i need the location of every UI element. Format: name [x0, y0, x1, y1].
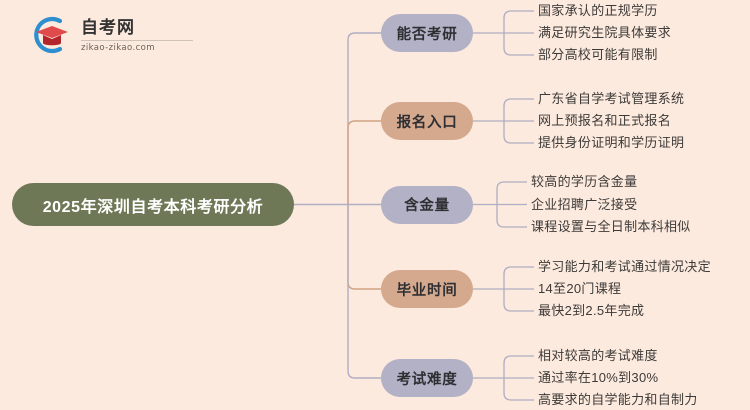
logo-title: 自考网: [81, 17, 135, 38]
leaf-4-3: 最快2到2.5年完成: [538, 303, 645, 318]
leaf-3-1: 较高的学历含金量: [531, 174, 638, 189]
wire-leaves-4: [473, 266, 534, 312]
wire-leaves-1: [473, 10, 534, 56]
leaf-4-2: 14至20门课程: [538, 281, 622, 296]
leaf-3-2: 企业招聘广泛接受: [531, 196, 638, 212]
branch-node-2[interactable]: 报名入口: [381, 102, 473, 140]
wire-leaves-2: [473, 98, 534, 144]
logo-divider: [81, 39, 193, 41]
leaf-2-3: 提供身份证明和学历证明: [538, 135, 685, 150]
leaf-1-3: 部分高校可能有限制: [538, 47, 658, 62]
logo-domain: zikao-zikao.com: [81, 42, 155, 53]
wire-leaves-3: [473, 181, 527, 228]
wire-branch-4: [347, 204, 381, 290]
branch-node-1[interactable]: 能否考研: [381, 14, 473, 52]
leaf-1-1: 国家承认的正规学历: [538, 3, 658, 18]
wire-branch-5: [347, 204, 381, 379]
branch-node-4[interactable]: 毕业时间: [381, 270, 473, 308]
leaf-1-2: 满足研究生院具体要求: [538, 25, 672, 40]
site-logo: 自考网 zikao-zikao.com: [30, 12, 210, 58]
branch-node-5[interactable]: 考试难度: [381, 359, 473, 397]
leaf-3-3: 课程设置与全日制本科相似: [531, 219, 691, 234]
leaf-2-1: 广东省自学考试管理系统: [538, 91, 685, 106]
leaf-4-1: 学习能力和考试通过情况决定: [538, 259, 711, 274]
branch-node-3[interactable]: 含金量: [381, 185, 473, 224]
root-node[interactable]: 2025年深圳自考本科考研分析: [12, 183, 294, 226]
leaf-5-1: 相对较高的考试难度: [538, 348, 658, 363]
wire-branch-2: [347, 120, 381, 205]
leaf-5-2: 通过率在10%到30%: [538, 370, 659, 385]
wire-branch-1: [347, 32, 381, 205]
graduation-cap-icon: [30, 15, 74, 55]
wire-leaves-5: [473, 355, 534, 401]
leaf-2-2: 网上预报名和正式报名: [538, 113, 672, 128]
leaf-5-3: 高要求的自学能力和自制力: [538, 392, 698, 407]
logo-wordmark: 自考网 zikao-zikao.com: [81, 18, 193, 53]
